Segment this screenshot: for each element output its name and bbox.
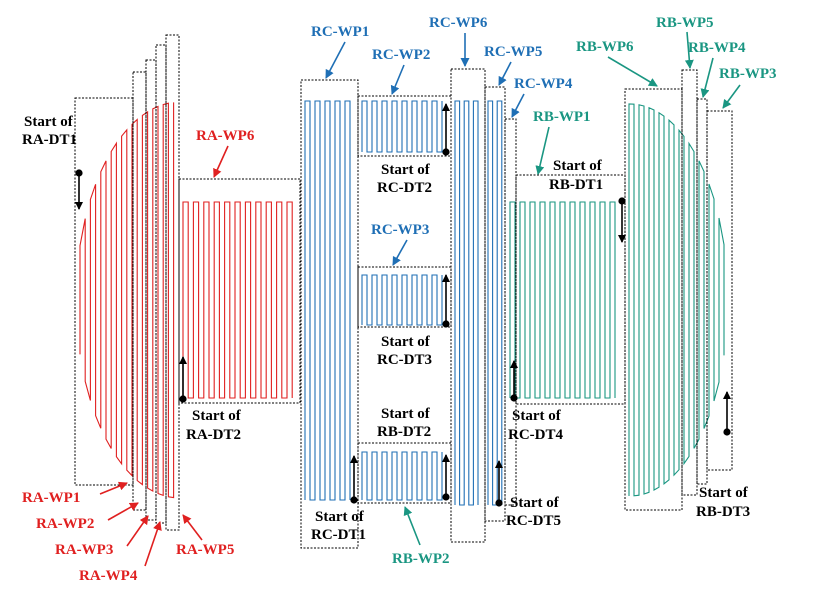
ra-dt2-toolpath [182,201,293,399]
start-of-rb-dt1-line2: RB-DT1 [549,177,603,193]
ra-wp5-leader [182,514,203,541]
label-rc-wp5: RC-WP5 [484,44,542,60]
start-of-rb-dt2-line2: RB-DT2 [377,424,431,440]
ra-wp6-box [178,178,301,404]
start-of-ra-dt1-line2: RA-DT1 [22,132,77,148]
start-of-rb-dt3-line2: RB-DT3 [696,504,750,520]
rb-dt2-toolpath [361,451,443,501]
rb-wp2-leader [403,506,421,546]
rc-wp2-leader [390,64,405,95]
rc-dt3-toolpath [361,274,443,326]
rc-dt3-start-marker [442,274,450,328]
label-ra-wp1: RA-WP1 [22,490,80,506]
label-rb-wp6: RB-WP6 [576,39,634,55]
rb-wp6-box [624,88,683,511]
start-of-rc-dt5-line1: Start of [510,495,560,511]
rc-dt5-toolpath [487,100,503,506]
label-rb-wp2: RB-WP2 [392,551,450,567]
start-of-rb-dt3-line1: Start of [699,485,749,501]
start-of-rc-dt4-line1: Start of [512,408,562,424]
start-of-rb-dt2-line1: Start of [381,406,431,422]
rc-dt1-start-marker [350,455,358,504]
ra-wp3-box [145,59,157,521]
ra-wp4-leader [144,521,162,567]
start-of-rc-dt5-line2: RC-DT5 [506,513,561,529]
ra-wp6-leader [213,145,229,178]
label-ra-wp3: RA-WP3 [55,542,113,558]
rc-dt2-toolpath [361,100,443,153]
start-markers [75,103,731,507]
label-rc-wp6: RC-WP6 [429,15,488,31]
toolpaths-group [79,100,725,506]
rb-wp3-box [706,110,733,471]
label-rb-wp3: RB-WP3 [719,66,777,82]
label-rb-wp1: RB-WP1 [533,109,591,125]
ra-dt2-start-marker [179,356,187,403]
start-of-rc-dt3-line2: RC-DT3 [377,352,432,368]
rc-wp3-leader [392,239,408,266]
start-of-ra-dt2-line2: RA-DT2 [186,427,241,443]
rc-dt5-start-marker [495,460,503,507]
label-rc-wp3: RC-WP3 [371,222,429,238]
ra-wp1-box [74,97,134,486]
label-ra-wp5: RA-WP5 [176,542,234,558]
label-rb-wp5: RB-WP5 [656,15,714,31]
rc-wp4-leader [511,93,525,118]
ra-wp1-leader [99,481,128,495]
label-rc-wp4: RC-WP4 [514,76,573,92]
rb-dt1-toolpath [509,201,616,399]
rc-wp6-box [450,68,486,543]
start-of-ra-dt1-line1: Start of [24,114,74,130]
workpiece-boxes [74,34,733,549]
start-of-rc-dt2-line1: Start of [381,162,431,178]
label-ra-wp2: RA-WP2 [36,516,94,532]
rc-dt4-start-marker [510,360,518,402]
rb-dt2-start-marker [442,454,450,501]
start-of-rc-dt1-line2: RC-DT1 [311,527,366,543]
rb-wp4-leader [700,57,714,98]
rc-wp5-box [484,86,506,522]
rb-dt3-start-marker [723,391,731,436]
ra-dt1-start-marker [75,169,83,210]
rb-wp5-leader [684,31,694,69]
ra-wp3-leader [126,515,149,547]
rb-wp3-leader [722,84,741,109]
rc-dt1-toolpath [304,100,351,501]
rb-wp1-box [515,174,626,405]
rb-wp6-leader [607,56,658,87]
ra-wp2-box [132,71,147,511]
start-of-rc-dt3-line1: Start of [381,334,431,350]
rb-wp1-leader [535,126,550,175]
label-leaders [99,31,741,567]
start-of-rc-dt2-line2: RC-DT2 [377,180,432,196]
start-of-ra-dt2-line1: Start of [192,408,242,424]
start-of-rc-dt4-line2: RC-DT4 [508,427,563,443]
label-ra-wp4: RA-WP4 [79,568,138,584]
ra-wp2-leader [107,502,139,521]
rb-dt1-start-marker [618,197,626,243]
label-rc-wp2: RC-WP2 [372,47,430,63]
ra-dt1-toolpath [79,102,175,499]
start-of-rb-dt1-line1: Start of [553,158,603,174]
rb-wp4-box [696,98,708,485]
rc-dt2-start-marker [442,103,450,156]
rc-dt4-toolpath [454,100,479,506]
start-of-rc-dt1-line1: Start of [315,509,365,525]
rc-wp1-leader [325,41,346,79]
label-ra-wp6: RA-WP6 [196,128,255,144]
label-rc-wp1: RC-WP1 [311,24,369,40]
rc-wp5-leader [498,61,512,86]
labels: RA-WP1 RA-WP2 RA-WP3 RA-WP4 RA-WP5 RA-WP… [22,15,777,584]
label-rb-wp4: RB-WP4 [688,40,746,56]
rb-dt3-toolpath [628,103,725,497]
